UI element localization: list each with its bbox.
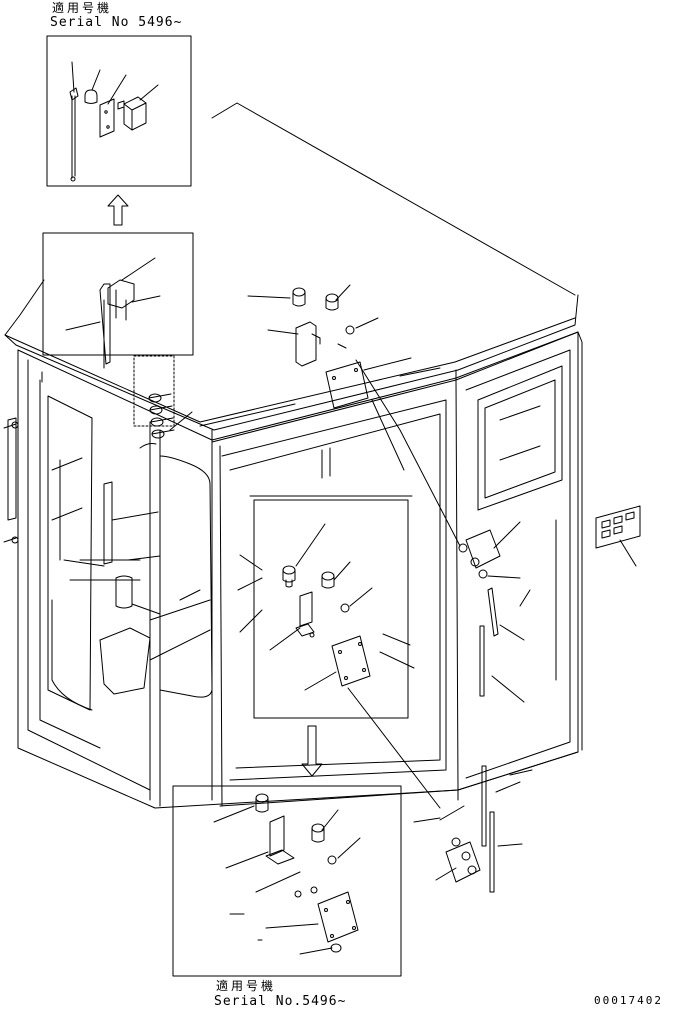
drawing-code: 00017402 [594, 994, 663, 1007]
left-cab-interior-parts [64, 482, 200, 694]
top-center-parts [200, 285, 460, 546]
arrow-down-icon [302, 726, 322, 776]
inset-box-top [47, 36, 191, 186]
washer-part-top [346, 326, 354, 334]
washer-part-bottom [328, 856, 336, 864]
small-cap-part [85, 90, 97, 104]
bolt-part-top-1 [293, 288, 305, 306]
decal-part [596, 506, 640, 566]
applicability-label-bottom: 適用号機 [216, 979, 277, 993]
washer-part-center [341, 604, 349, 612]
plate-part-top [326, 362, 368, 408]
wiper-rod-part [70, 88, 78, 181]
bolt-part-bottom-2 [312, 824, 324, 842]
right-side-parts [414, 522, 532, 892]
bracket-plate-part [100, 99, 114, 137]
inset-box-left [43, 233, 193, 368]
bolt-part-center-1 [283, 566, 295, 587]
pillar-switch-cluster [134, 356, 192, 448]
bracket-part-top [296, 322, 320, 366]
applicability-label-top: 適用号機 [52, 1, 113, 15]
bracket-part-bottom [266, 816, 294, 864]
inset-box-center [238, 496, 440, 808]
bolt-part-top-2 [326, 294, 338, 310]
bolt-part-bottom-1 [256, 794, 268, 812]
inset-box-bottom [173, 786, 401, 976]
serial-label-bottom: Serial No.5496~ [214, 994, 347, 1009]
bolt-part-center-2 [322, 572, 334, 588]
arrow-up-icon [108, 195, 128, 225]
bracket-part-center [296, 592, 314, 637]
cab-roof [5, 103, 578, 442]
serial-label-top: Serial No 5496~ [50, 15, 183, 30]
plate-part-bottom [318, 892, 358, 942]
cab-frame [4, 332, 582, 808]
plate-part-center [332, 636, 370, 686]
wiper-motor-part [118, 97, 146, 130]
